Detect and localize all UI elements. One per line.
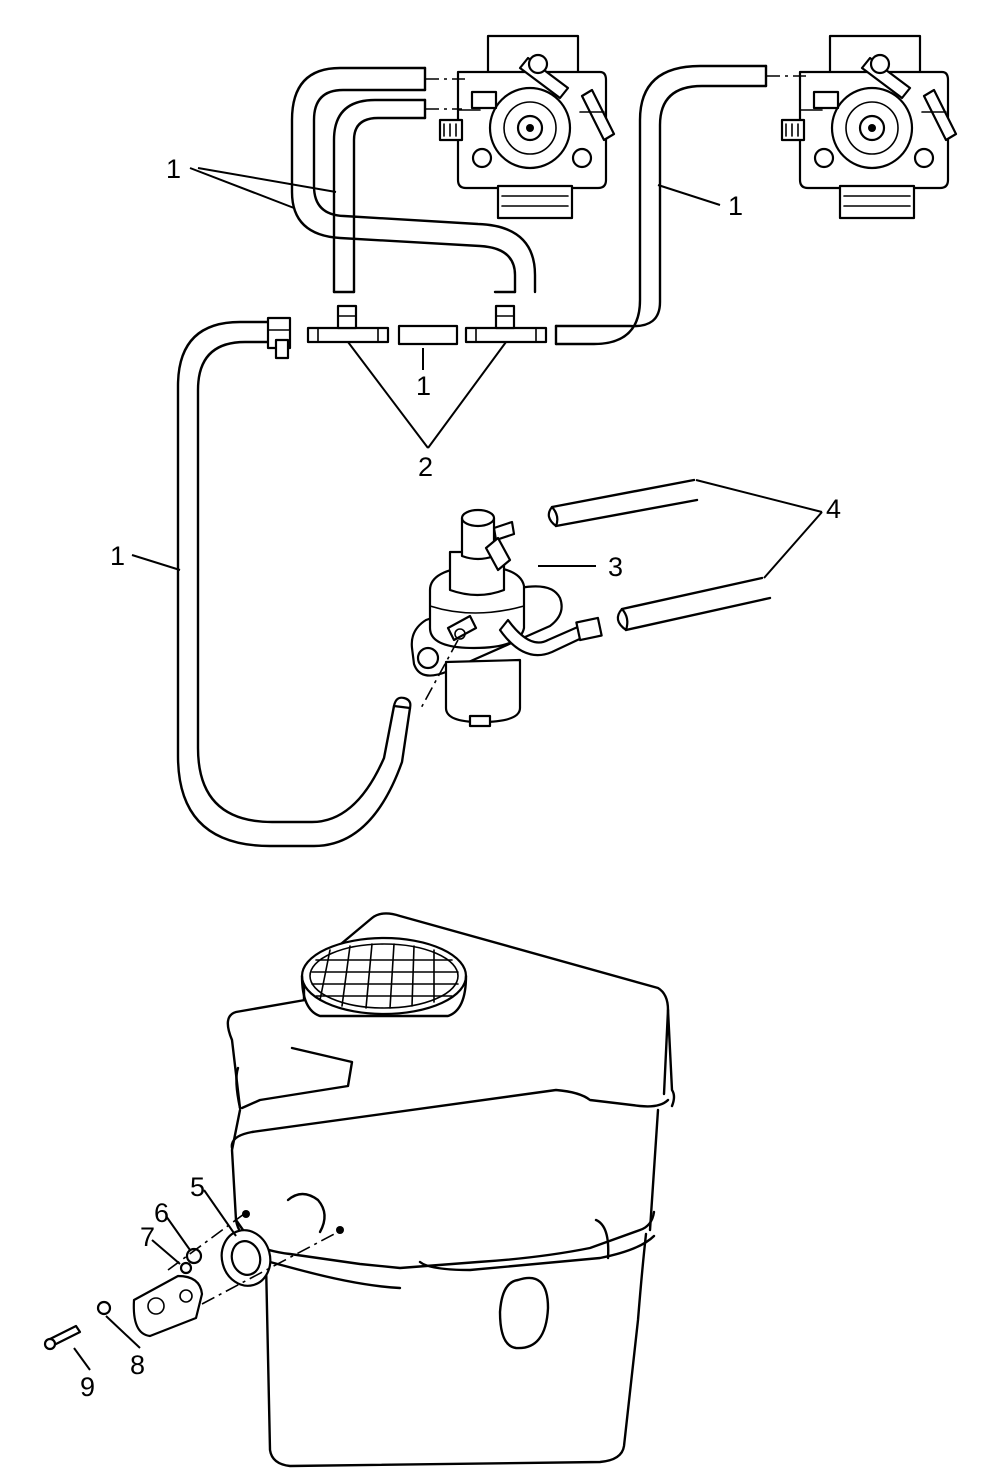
fuel-hose-right (554, 64, 806, 346)
oil-level-sensor (132, 1274, 204, 1338)
callout-9: 9 (80, 1372, 95, 1402)
mounting-line-lower (201, 1231, 339, 1305)
hose-clamp (266, 316, 292, 360)
carburetor-right (780, 34, 958, 220)
callout-7: 7 (140, 1222, 155, 1252)
callout-5: 5 (190, 1172, 205, 1202)
fuel-hose-left-long (176, 320, 412, 848)
mounting-line-upper (167, 1213, 245, 1271)
pump-hose-lower (616, 576, 772, 632)
callout-leaders (73, 167, 823, 1371)
callout-1-middle: 1 (416, 371, 431, 401)
t-fitting-left (306, 304, 390, 344)
callout-1-upper: 1 (166, 154, 181, 184)
hardware-stack (179, 1210, 344, 1275)
callout-2: 2 (418, 452, 433, 482)
oil-tank (226, 912, 676, 1468)
lock-washer (96, 1300, 112, 1316)
pump-hose-upper (547, 478, 699, 528)
callout-4: 4 (826, 494, 841, 524)
carburetor-left (438, 34, 616, 220)
fuel-hose-upper-loop (290, 66, 537, 294)
callout-8: 8 (130, 1350, 145, 1380)
pump-outlet-centerline (419, 639, 459, 711)
callout-6: 6 (154, 1198, 169, 1228)
fuel-hose-connector-short (397, 324, 459, 346)
callout-1-right: 1 (728, 191, 743, 221)
callout-3: 3 (608, 552, 623, 582)
t-fitting-right (464, 304, 548, 344)
screw (43, 1324, 82, 1351)
callout-1-left: 1 (110, 541, 125, 571)
fuel-pump (410, 508, 603, 728)
fuel-hose-upper-short (332, 98, 462, 294)
gasket (220, 1229, 272, 1287)
